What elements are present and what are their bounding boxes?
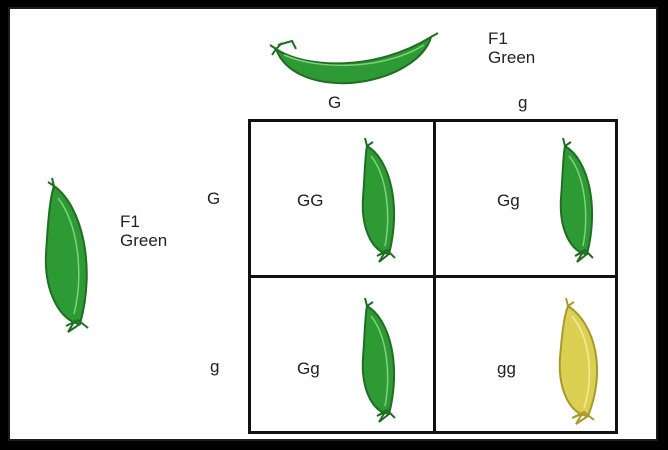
cell-1-green-pod-icon bbox=[361, 137, 396, 263]
column-allele-2: g bbox=[518, 93, 528, 112]
row-allele-1: G bbox=[207, 189, 221, 208]
punnett-square-diagram: F1 Green F1 Green G g G g GG Gg Gg bbox=[8, 7, 658, 441]
cell-genotype-Gg-top: Gg bbox=[497, 191, 520, 210]
left-parent-generation: F1 bbox=[120, 212, 140, 231]
cell-2-green-pod-icon bbox=[559, 137, 594, 263]
left-parent-phenotype: Green bbox=[120, 231, 168, 250]
column-allele-1: G bbox=[328, 93, 342, 112]
row-allele-2: g bbox=[210, 357, 220, 376]
cell-genotype-Gg-bottom: Gg bbox=[297, 359, 320, 378]
top-parent-generation: F1 bbox=[488, 29, 508, 48]
top-parent-phenotype: Green bbox=[488, 48, 536, 67]
left-parent-green-pod-icon bbox=[44, 177, 89, 333]
punnett-grid bbox=[248, 119, 618, 434]
grid-horizontal-divider bbox=[251, 275, 615, 278]
top-parent-green-pod-icon bbox=[269, 32, 439, 85]
top-parent-label: F1 Green bbox=[488, 29, 535, 67]
cell-3-green-pod-icon bbox=[361, 297, 396, 423]
cell-4-yellow-pod-icon bbox=[558, 297, 599, 425]
cell-genotype-GG: GG bbox=[297, 191, 324, 210]
left-parent-label: F1 Green bbox=[120, 212, 167, 250]
cell-genotype-gg: gg bbox=[497, 359, 516, 378]
